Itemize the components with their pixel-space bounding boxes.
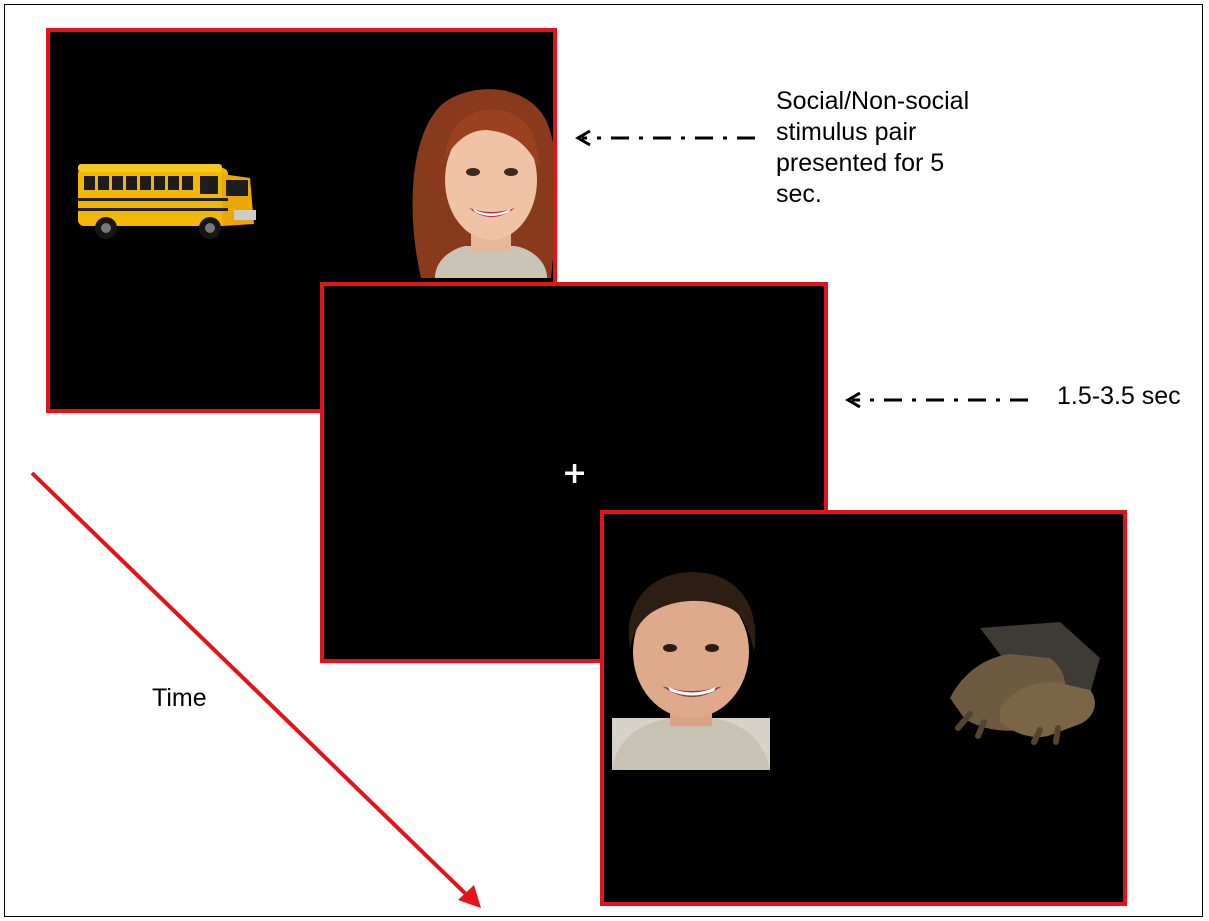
stimulus-pair-annotation: Social/Non-social stimulus pair presente… <box>776 87 970 208</box>
fixation-cross: + <box>562 456 588 491</box>
figure-frame <box>4 4 1203 917</box>
stimulus-pair-1-art <box>78 89 558 278</box>
fixation-duration-annotation: 1.5-3.5 sec <box>1057 382 1181 410</box>
school-bus-image <box>78 164 256 239</box>
stimulus-pair-2-art <box>612 572 1100 770</box>
female-face-image <box>412 89 558 278</box>
stimulus-screen-2 <box>600 510 1127 906</box>
time-axis-label: Time <box>152 684 207 712</box>
male-face-image <box>612 572 770 770</box>
gloves-image <box>950 622 1100 745</box>
